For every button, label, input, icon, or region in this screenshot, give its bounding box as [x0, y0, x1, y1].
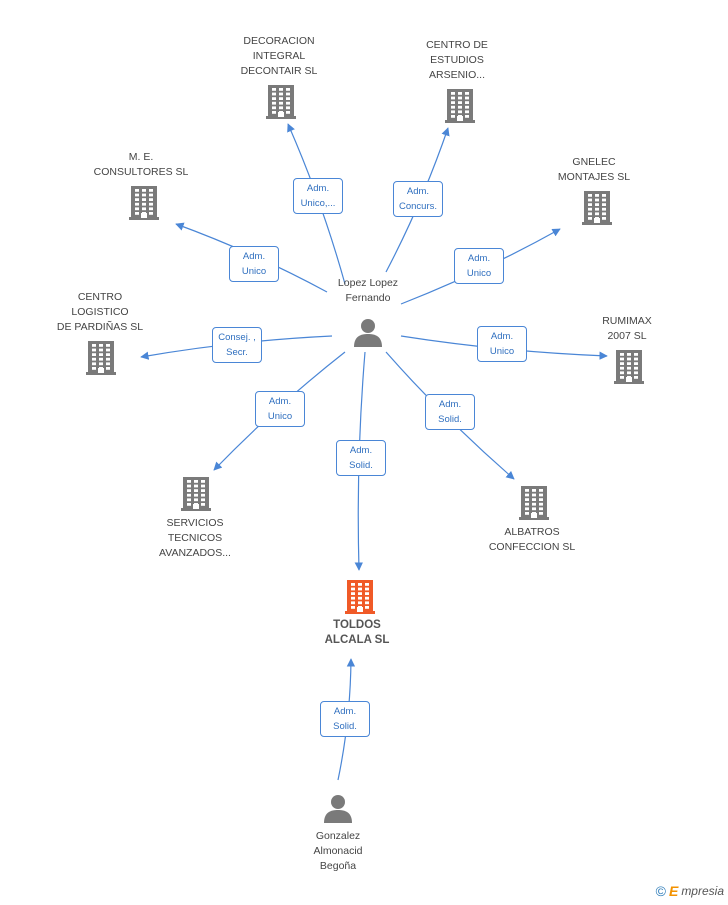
company-name[interactable]: RUMIMAX 2007 SL [602, 315, 652, 342]
brand-name: mpresia [681, 884, 724, 898]
company-name[interactable]: CENTRO LOGISTICO DE PARDIÑAS SL [56, 291, 144, 333]
company-name[interactable]: M. E. CONSULTORES SL [93, 151, 189, 178]
company-name[interactable]: ALBATROS CONFECCION SL [488, 526, 576, 553]
building-icon [86, 341, 116, 375]
company-name[interactable]: TOLDOS ALCALA SL [324, 619, 390, 646]
role-badge[interactable]: Adm. Solid. [425, 394, 475, 430]
person-name[interactable]: Lopez Lopez Fernando [337, 277, 399, 304]
building-icon [181, 477, 211, 511]
brand-initial: E [668, 883, 679, 899]
company-name[interactable]: CENTRO DE ESTUDIOS ARSENIO... [426, 39, 488, 81]
role-badge[interactable]: Adm. Unico,... [293, 178, 343, 214]
building-icon [614, 350, 644, 384]
person-name[interactable]: Gonzalez Almonacid Begoña [313, 830, 363, 872]
company-name[interactable]: SERVICIOS TECNICOS AVANZADOS... [159, 517, 231, 559]
role-badge[interactable]: Adm. Unico [477, 326, 527, 362]
building-icon-main [345, 580, 375, 614]
building-icon [445, 89, 475, 123]
role-badge[interactable]: Adm. Solid. [336, 440, 386, 476]
building-icon [266, 85, 296, 119]
building-icon [582, 191, 612, 225]
role-badge[interactable]: Consej. , Secr. [212, 327, 262, 363]
person-icon [324, 795, 352, 823]
company-name[interactable]: GNELEC MONTAJES SL [557, 156, 631, 183]
role-badge[interactable]: Adm. Solid. [320, 701, 370, 737]
building-icon [129, 186, 159, 220]
person-icon [354, 319, 382, 347]
role-badge[interactable]: Adm. Unico [454, 248, 504, 284]
role-badge[interactable]: Adm. Unico [255, 391, 305, 427]
building-icon [519, 486, 549, 520]
company-name[interactable]: DECORACION INTEGRAL DECONTAIR SL [240, 35, 318, 77]
role-badge[interactable]: Adm. Unico [229, 246, 279, 282]
role-badge[interactable]: Adm. Concurs. [392, 181, 444, 217]
copyright-icon: © [655, 883, 666, 899]
